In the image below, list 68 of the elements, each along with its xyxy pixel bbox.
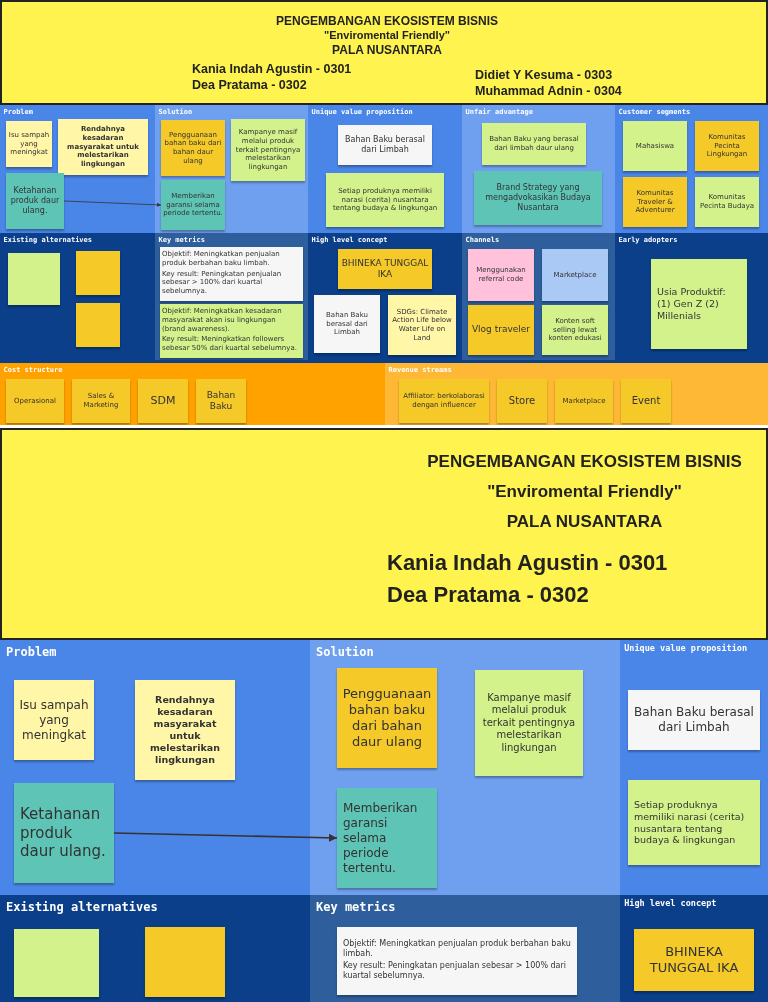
- canvas-section: [0, 105, 155, 233]
- author-name: Muhammad Adnin - 0304: [475, 84, 622, 98]
- canvas-section: [310, 895, 620, 1002]
- section-heading: Existing alternatives: [5, 898, 159, 916]
- sticky-note: Ketahanan produk daur ulang.: [14, 783, 114, 883]
- sticky-note: [76, 303, 120, 347]
- canvas-section: [615, 105, 768, 233]
- sticky-note: Bahan Baku berasal dari Limbah: [628, 690, 760, 750]
- sticky-note: [76, 251, 120, 295]
- canvas-section: [0, 233, 155, 360]
- canvas-section: [155, 105, 308, 233]
- title-text: PENGEMBANGAN EKOSISTEM BISNIS: [426, 452, 743, 472]
- canvas-section: [615, 233, 768, 360]
- section-heading: Unique value proposition: [623, 642, 749, 656]
- header-banner: [0, 0, 768, 105]
- canvas-section: [620, 895, 768, 1002]
- sticky-note: Pengguanaan bahan baku dari bahan daur ulang: [337, 668, 437, 768]
- sticky-note: Isu sampah yang meningkat: [14, 680, 94, 760]
- canvas-section: [155, 233, 308, 360]
- sticky-note: Brand Strategy yang mengadvokasikan Budaya Nusantara: [474, 171, 602, 225]
- section-heading: Problem: [5, 643, 58, 661]
- header-banner: [0, 428, 768, 640]
- sticky-note: [8, 253, 60, 305]
- author-name: Kania Indah Agustin - 0301: [387, 550, 668, 576]
- sticky-note: Bahan Baku berasal dari Limbah: [338, 125, 432, 165]
- section-heading: High level concept: [623, 897, 718, 911]
- note-text: Key result: Peningkatan penjualan sebesar > 100% dari kuartal sebelumnya.: [343, 961, 567, 981]
- sticky-note: SDM: [138, 379, 188, 423]
- sticky-note: [14, 929, 99, 997]
- author-name: Dea Pratama - 0302: [192, 78, 307, 92]
- title-text: PENGEMBANGAN EKOSISTEM BISNIS: [275, 14, 499, 28]
- sticky-note: [160, 304, 303, 358]
- canvas-section: [620, 640, 768, 895]
- section-heading: Key metrics: [315, 898, 397, 916]
- canvas-section: [0, 895, 310, 1002]
- sticky-note: BHINEKA TUNGGAL IKA: [634, 929, 754, 991]
- author-name: Dea Pratama - 0302: [387, 582, 589, 608]
- sticky-note: Setiap produknya memiliki narasi (cerita) nusantara tentang budaya & lingkungan: [628, 780, 760, 865]
- arrow: [113, 832, 338, 842]
- canvas-section: [308, 233, 462, 360]
- canvas-section: [0, 640, 310, 895]
- sticky-note: [337, 927, 577, 995]
- canvas-section: [385, 360, 768, 425]
- sticky-note: Usia Produktif: (1) Gen Z (2) Millenials: [651, 259, 747, 349]
- sticky-note: [145, 927, 225, 997]
- author-name: Didiet Y Kesuma - 0303: [475, 68, 613, 82]
- sticky-note: Event: [621, 379, 671, 423]
- sticky-note: Ketahanan produk daur ulang.: [6, 173, 64, 229]
- sticky-note: Memberikan garansi selama periode tertentu.: [337, 788, 437, 888]
- canvas-section: [0, 360, 385, 425]
- sticky-note: Bahan Baku: [196, 379, 246, 423]
- note-text: Objektif: Meningkatkan penjualan produk berbahan baku limbah.: [343, 938, 571, 959]
- title-text: PALA NUSANTARA: [331, 43, 443, 57]
- canvas-section: [462, 233, 615, 360]
- author-name: Kania Indah Agustin - 0301: [192, 62, 352, 76]
- sticky-note: Vlog traveler: [468, 305, 534, 355]
- section-heading: Solution: [315, 643, 375, 661]
- title-text: "Enviromental Friendly": [323, 29, 451, 41]
- sticky-note: Store: [497, 379, 547, 423]
- title-text: "Enviromental Friendly": [486, 482, 683, 502]
- sticky-note: BHINEKA TUNGGAL IKA: [338, 249, 432, 289]
- sticky-note: [160, 247, 303, 301]
- sticky-note: Rendahnya kesadaran masyarakat untuk melestarikan lingkungan: [135, 680, 235, 780]
- title-text: PALA NUSANTARA: [505, 512, 664, 532]
- canvas-section: [310, 640, 620, 895]
- canvas-section: [308, 105, 462, 233]
- sticky-note: Kampanye masif melalui produk terkait pentingnya melestarikan lingkungan: [475, 670, 583, 776]
- canvas-section: [462, 105, 615, 233]
